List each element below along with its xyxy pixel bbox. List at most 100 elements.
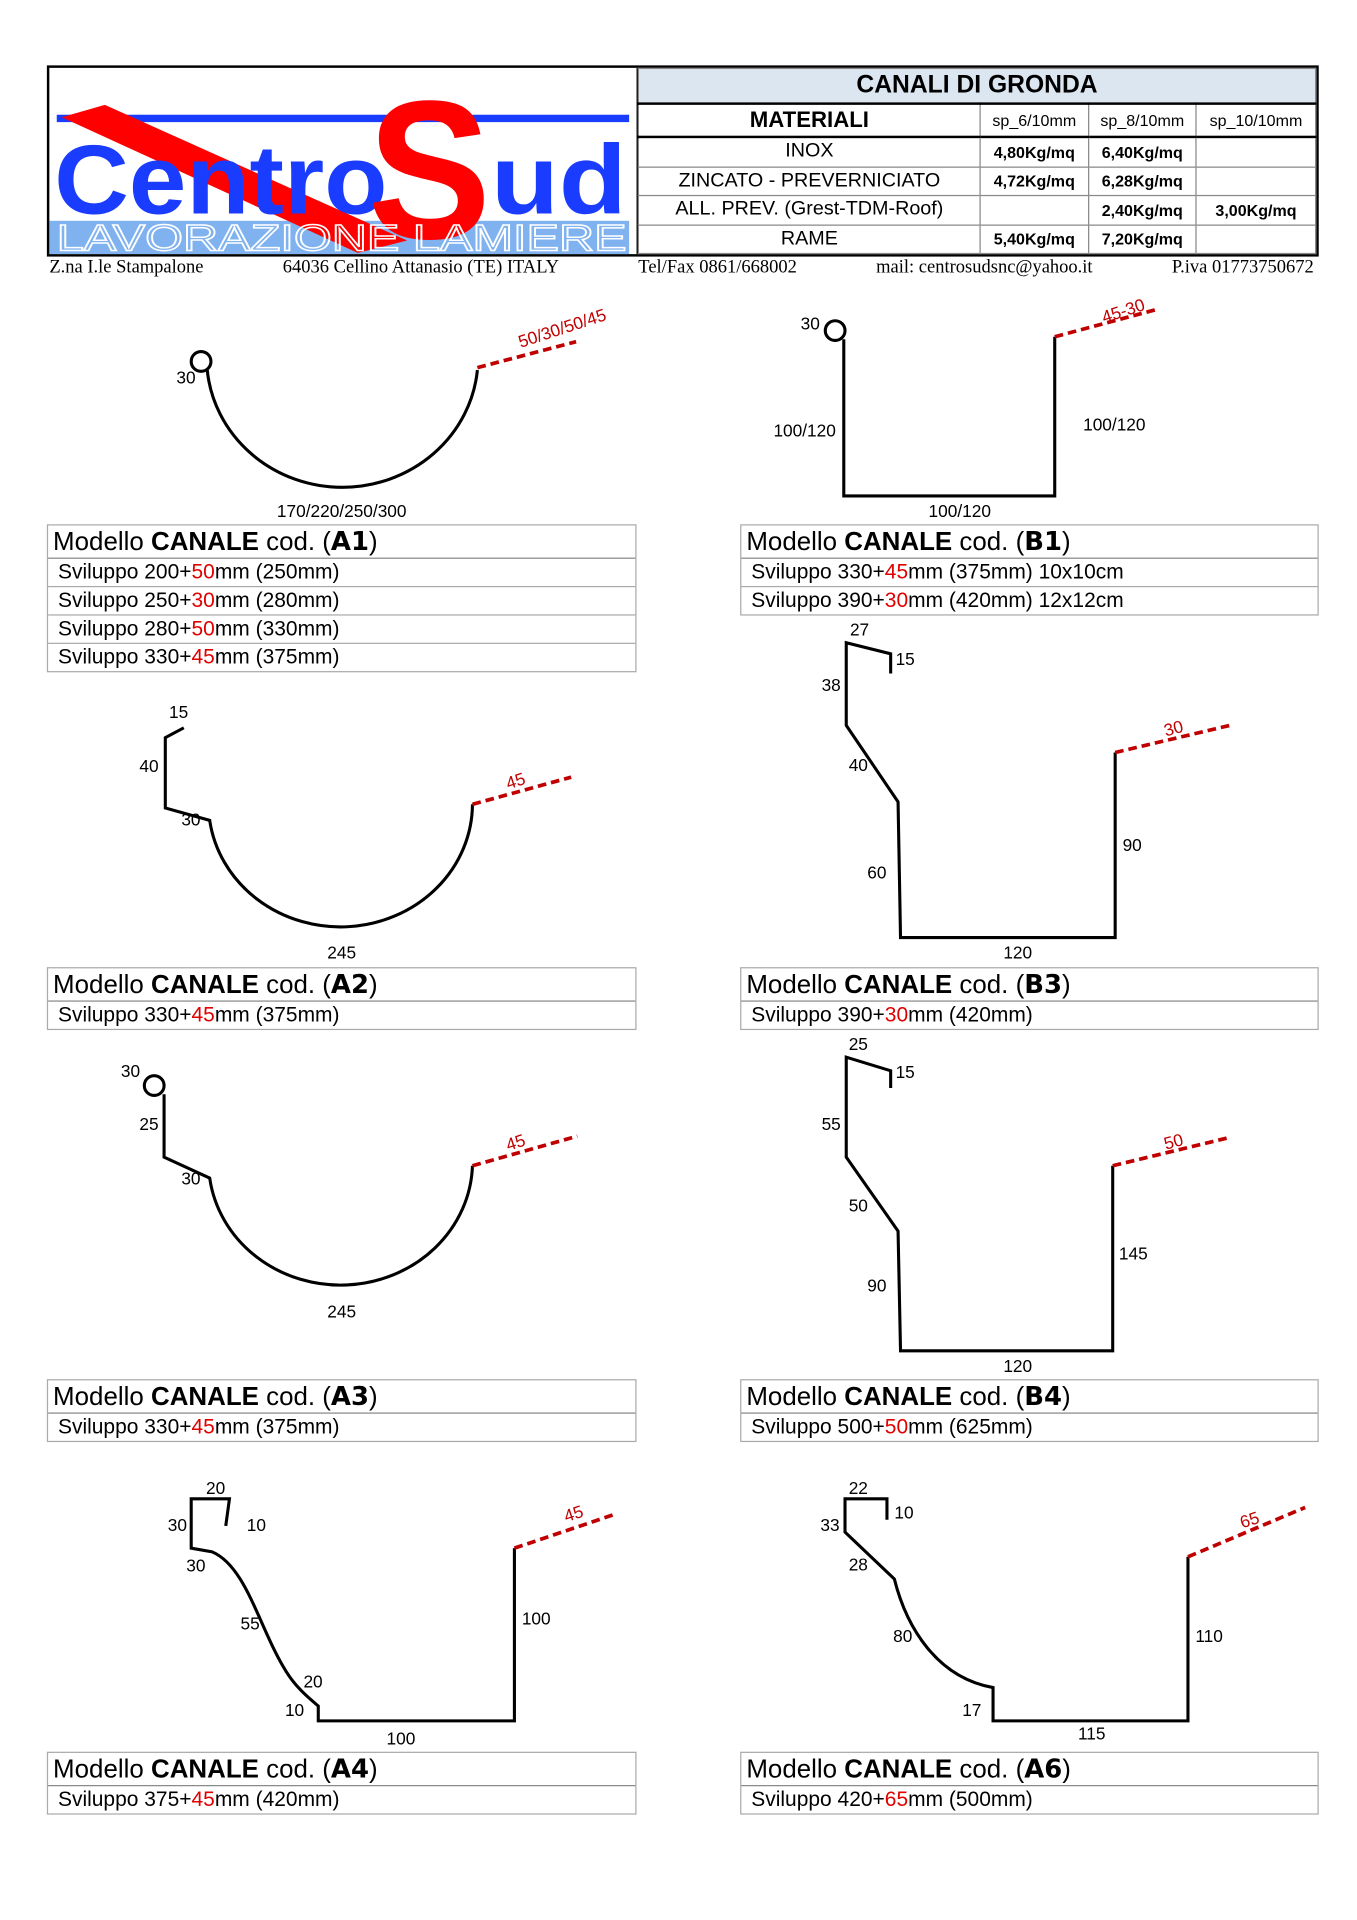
development-extra: 45 (191, 1787, 215, 1811)
model-prefix: Modello (746, 1382, 838, 1412)
material-name: RAME (637, 223, 981, 255)
development-total: mm (375mm) (214, 1414, 340, 1439)
extension-dashed-line (471, 1134, 578, 1168)
model-title: Modello CANALE cod. (B1) (741, 526, 1318, 559)
address-vat: P.iva 01773750672 (1171, 257, 1314, 278)
dimension-label: 40 (139, 756, 158, 776)
model-title: Modello CANALE cod. (A1) (48, 526, 636, 559)
dimension-label: 115 (1078, 1723, 1106, 1743)
weight-cell: 7,20Kg/mq (1087, 223, 1197, 255)
dimension-label: 30 (181, 1168, 200, 1188)
model-table-a2: Modello CANALE cod. (A2)Sviluppo 330+45m… (46, 967, 637, 1031)
dimension-label: 15 (169, 702, 188, 722)
development-row: Sviluppo 375+45mm (420mm) (48, 1786, 635, 1813)
dimension-label: 10 (247, 1515, 266, 1535)
dimension-label: 15 (896, 649, 915, 669)
rolled-edge (142, 1074, 166, 1097)
model-code: A2 (330, 969, 370, 1000)
development-base: Sviluppo 500+ (751, 1414, 885, 1439)
model-cod: cod. (266, 1382, 316, 1412)
profile-outline (844, 1055, 1115, 1353)
model-table-a1: Modello CANALE cod. (A1)Sviluppo 200+50m… (46, 524, 637, 673)
dimension-label: 100/120 (1083, 415, 1145, 435)
dimension-label: 17 (962, 1700, 981, 1720)
dimension-label: 28 (849, 1554, 868, 1574)
model-code: A4 (330, 1754, 370, 1784)
dimension-label: 50 (849, 1195, 868, 1215)
dimension-label: 90 (1123, 835, 1142, 855)
development-base: Sviluppo 280+ (57, 616, 192, 641)
profile-outline (843, 1497, 1190, 1723)
materials-header: MATERIALI (637, 103, 981, 139)
model-cod: cod. (266, 1755, 316, 1784)
profile-outline (163, 726, 475, 929)
model-title: Modello CANALE cod. (B4) (741, 1380, 1318, 1414)
thickness-header: sp_8/10mm (1087, 103, 1197, 139)
model-code: B3 (1024, 969, 1062, 1000)
model-word: CANALE (150, 970, 259, 1000)
address-phone: Tel/Fax 0861/668002 (638, 257, 797, 278)
development-extra: 45 (191, 1002, 215, 1027)
development-total: mm (280mm) (214, 588, 340, 612)
dimension-label: 20 (206, 1478, 225, 1498)
model-code: A6 (1024, 1754, 1063, 1784)
centrosud-logo: Centro S ud LAVORAZIONE LAMIERE (49, 59, 640, 280)
dimension-label: 145 (1119, 1244, 1148, 1264)
dimension-label: 15 (896, 1062, 915, 1082)
address-street: Z.na I.le Stampalone (49, 257, 204, 278)
development-row: Sviluppo 420+65mm (500mm) (741, 1786, 1317, 1813)
development-extra: 65 (884, 1787, 909, 1811)
development-base: Sviluppo 200+ (57, 560, 192, 584)
dimension-label: 55 (241, 1614, 260, 1634)
svg-text:LAVORAZIONE LAMIERE: LAVORAZIONE LAMIERE (57, 217, 627, 254)
model-cod: cod. (959, 1755, 1009, 1784)
development-base: Sviluppo 250+ (57, 588, 192, 612)
model-prefix: Modello (746, 1755, 838, 1784)
weight-cell (1195, 223, 1317, 255)
development-extra: 50 (884, 1414, 909, 1439)
weight-cell (979, 194, 1089, 226)
model-code: B1 (1024, 526, 1062, 557)
development-total: mm (330mm) (214, 616, 340, 641)
weight-cell: 3,00Kg/mq (1195, 194, 1317, 226)
development-base: Sviluppo 330+ (57, 1414, 192, 1439)
development-row: Sviluppo 200+50mm (250mm) (48, 559, 636, 588)
development-base: Sviluppo 420+ (751, 1787, 885, 1811)
profile-outline (844, 640, 1117, 940)
model-cod: cod. (959, 970, 1009, 1000)
dimension-label: 10 (285, 1700, 304, 1720)
dimension-label: 30 (176, 368, 195, 388)
dimension-label: 30 (121, 1061, 140, 1081)
development-row: Sviluppo 500+50mm (625mm) (741, 1414, 1317, 1441)
development-total: mm (420mm) (214, 1787, 340, 1811)
dimension-label: 20 (303, 1672, 322, 1692)
extension-dashed-line (1054, 307, 1157, 339)
rolled-edge (823, 319, 847, 343)
dimension-label: 90 (867, 1276, 886, 1296)
svg-text:Centro: Centro (54, 124, 387, 234)
dimension-label: 100/120 (773, 421, 835, 441)
extension-label: 45 (503, 768, 527, 793)
development-extra: 45 (191, 645, 215, 669)
dimension-label: 120 (1003, 1356, 1032, 1376)
profile-outline (162, 1094, 475, 1287)
development-total: mm (500mm) (908, 1787, 1033, 1811)
weight-cell: 5,40Kg/mq (979, 223, 1089, 255)
development-total: mm (420mm) 12x12cm (908, 588, 1124, 612)
profile-outline (189, 1497, 516, 1723)
materials-table: CANALI DI GRONDA MATERIALI sp_6/10mm sp_… (637, 67, 1317, 255)
development-extra: 45 (191, 1414, 215, 1439)
thickness-header: sp_10/10mm (1195, 103, 1317, 139)
development-row: Sviluppo 330+45mm (375mm) 10x10cm (741, 559, 1318, 588)
dimension-label: 100 (522, 1609, 551, 1629)
profile-outline (842, 336, 1057, 498)
model-cod: cod. (266, 527, 316, 557)
